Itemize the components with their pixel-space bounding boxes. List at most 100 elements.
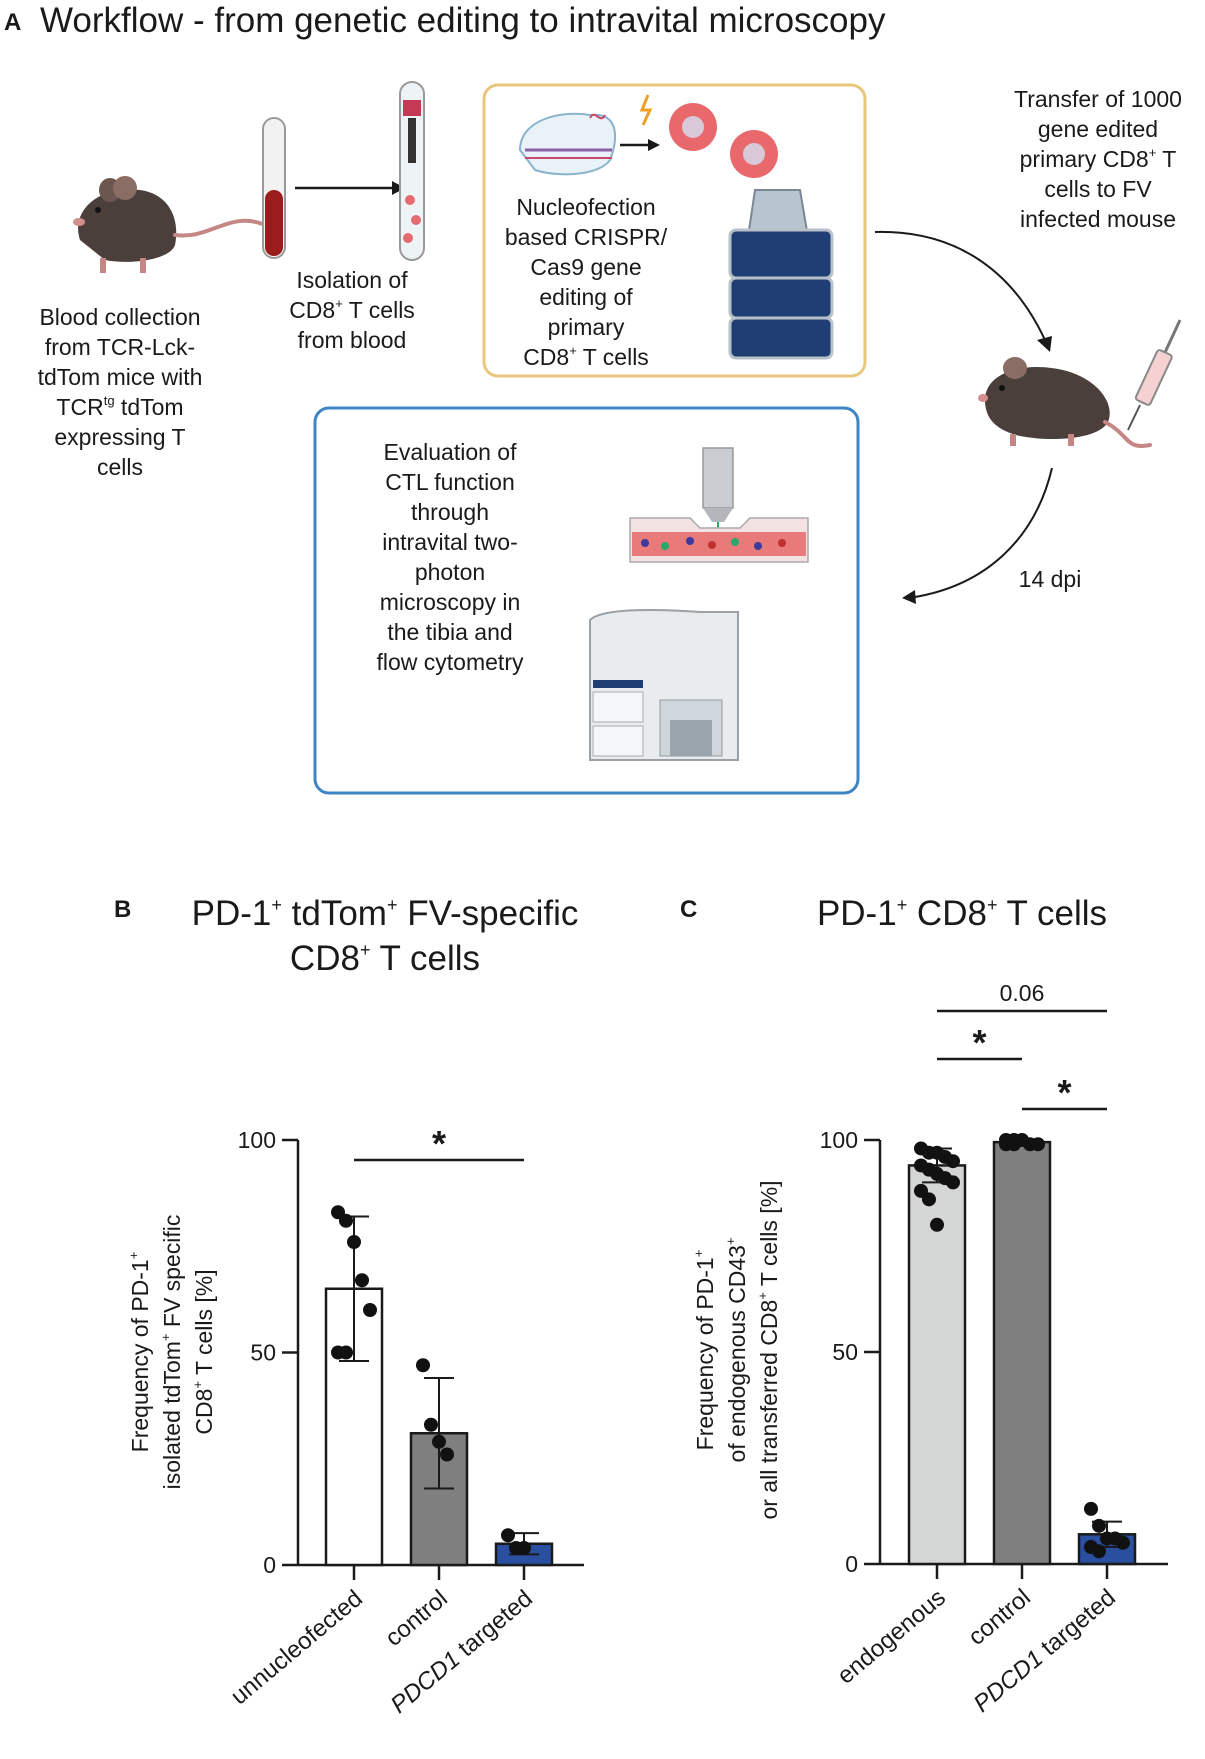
data-point [424, 1417, 438, 1432]
crispr-complex-icon [518, 112, 617, 176]
lightning-icon [639, 94, 653, 126]
svg-text:Evaluation of: Evaluation of [384, 439, 518, 465]
svg-text:or all transferred CD8+ T cell: or all transferred CD8+ T cells [%] [755, 1180, 782, 1519]
significance-label: * [1057, 1072, 1071, 1113]
dpi-label: 14 dpi [1019, 566, 1082, 592]
data-point [1116, 1535, 1130, 1550]
x-category-label: PDCD1 targeted [386, 1585, 538, 1719]
data-point [930, 1217, 944, 1232]
chart-c-ylabel: Frequency of PD-1+ of endogenous CD43+ o… [691, 1180, 782, 1519]
svg-text:Isolation of: Isolation of [296, 267, 408, 293]
cell-icon [669, 103, 778, 178]
evaluation-label: Evaluation of CTL function through intra… [377, 439, 524, 675]
data-point [432, 1434, 446, 1449]
svg-text:through: through [411, 499, 489, 525]
significance-label: 0.06 [1000, 980, 1045, 1006]
data-point [501, 1528, 515, 1543]
svg-text:infected mouse: infected mouse [1020, 206, 1176, 232]
x-category-label: endogenous [832, 1584, 951, 1690]
mouse-icon [978, 357, 1152, 448]
data-point [347, 1235, 361, 1249]
svg-text:microscopy in: microscopy in [380, 589, 521, 615]
data-point [946, 1175, 960, 1190]
svg-text:based CRISPR/: based CRISPR/ [505, 224, 668, 250]
data-point [363, 1303, 377, 1317]
arrow-to-evaluation [914, 467, 1053, 598]
nucleofection-box [482, 83, 867, 378]
y-tick-label: 50 [250, 1340, 276, 1366]
data-point [1031, 1137, 1045, 1152]
data-point [416, 1358, 430, 1373]
svg-text:isolated tdTom+ FV specific: isolated tdTom+ FV specific [158, 1215, 185, 1490]
blood-tube-icon [262, 117, 286, 259]
svg-text:Nucleofection: Nucleofection [516, 194, 655, 220]
svg-text:CD8+ T cells [%]: CD8+ T cells [%] [190, 1269, 217, 1434]
svg-text:gene edited: gene edited [1038, 116, 1158, 142]
transfer-label: Transfer of 1000 gene edited primary CD8… [1014, 86, 1182, 232]
chart-b-title-line1: PD-1+ tdTom+ FV-specific [192, 894, 579, 933]
svg-text:primary: primary [548, 314, 625, 340]
data-point [1007, 1137, 1021, 1152]
svg-text:photon: photon [415, 559, 485, 585]
x-category-label: unnucleofected [226, 1585, 368, 1710]
nucleofection-label: Nucleofection based CRISPR/ Cas9 gene ed… [505, 194, 668, 370]
panel-a-title: Workflow - from genetic editing to intra… [40, 1, 886, 40]
svg-text:editing of: editing of [539, 284, 633, 310]
panel-b-letter: B [114, 896, 131, 923]
panel-c-letter: C [680, 896, 697, 923]
significance-label: * [432, 1123, 446, 1164]
nucleofector-device-icon [728, 189, 834, 360]
isolation-tube-icon [399, 81, 425, 261]
svg-text:CD8+ T cells: CD8+ T cells [523, 343, 649, 370]
isolation-label: Isolation of CD8+ T cells from blood [289, 267, 415, 353]
svg-text:Frequency of PD-1+: Frequency of PD-1+ [126, 1252, 153, 1453]
svg-text:from TCR-Lck-: from TCR-Lck- [45, 334, 195, 360]
panel-a-letter: A [4, 9, 21, 36]
chart-b-ylabel: Frequency of PD-1+ isolated tdTom+ FV sp… [126, 1215, 217, 1490]
data-point [1092, 1544, 1106, 1559]
x-category-label: PDCD1 targeted [969, 1584, 1121, 1718]
data-point [946, 1154, 960, 1169]
chart-c-title: PD-1+ CD8+ T cells [817, 894, 1107, 933]
svg-text:tdTom mice with: tdTom mice with [38, 364, 203, 390]
svg-text:CD8+ T cells: CD8+ T cells [289, 296, 415, 323]
data-point [1084, 1501, 1098, 1516]
data-point [922, 1192, 936, 1207]
y-tick-label: 100 [238, 1127, 276, 1153]
svg-text:from blood: from blood [298, 327, 407, 353]
svg-text:Cas9 gene: Cas9 gene [530, 254, 641, 280]
mouse-icon [73, 176, 267, 273]
tissue-section-icon [629, 517, 809, 563]
svg-text:Transfer of 1000: Transfer of 1000 [1014, 86, 1182, 112]
y-tick-label: 0 [845, 1551, 858, 1577]
svg-text:flow cytometry: flow cytometry [377, 649, 524, 675]
y-tick-label: 0 [263, 1552, 276, 1578]
svg-text:cells to FV: cells to FV [1044, 176, 1152, 202]
data-point [339, 1345, 353, 1360]
arrow-to-mouse [874, 230, 1046, 341]
evaluation-box [313, 406, 860, 795]
syringe-icon [1127, 319, 1182, 431]
data-point [517, 1541, 531, 1555]
svg-text:of endogenous CD43+: of endogenous CD43+ [723, 1238, 750, 1463]
svg-text:Frequency of PD-1+: Frequency of PD-1+ [691, 1250, 718, 1451]
svg-text:expressing T: expressing T [54, 424, 185, 450]
svg-text:intravital two-: intravital two- [382, 529, 517, 555]
flow-cytometer-icon [589, 609, 739, 761]
x-category-label: control [380, 1585, 453, 1652]
y-tick-label: 100 [820, 1127, 858, 1153]
data-point [339, 1213, 353, 1228]
blood-collection-label: Blood collection from TCR-Lck- tdTom mic… [38, 304, 203, 480]
data-point [1092, 1518, 1106, 1533]
chart-b-title-line2: CD8+ T cells [290, 939, 480, 978]
svg-text:CTL function: CTL function [385, 469, 515, 495]
significance-label: * [972, 1022, 986, 1063]
data-point [355, 1273, 369, 1288]
svg-text:Blood collection: Blood collection [39, 304, 200, 330]
x-category-label: control [963, 1584, 1036, 1651]
svg-text:TCRtg tdTom: TCRtg tdTom [56, 393, 183, 420]
svg-text:cells: cells [97, 454, 143, 480]
bar [992, 1140, 1052, 1566]
